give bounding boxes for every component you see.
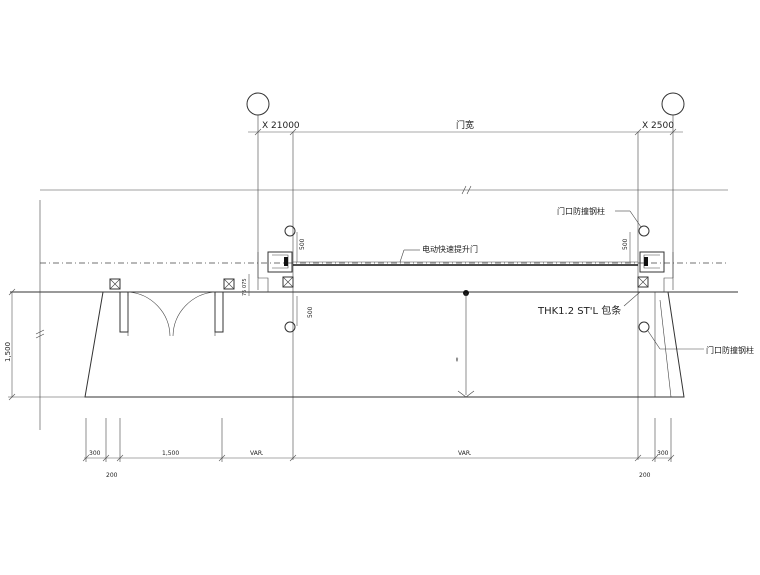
bottom-dim-200-left: 200: [106, 472, 118, 479]
ramp-outline: [84, 291, 685, 398]
center-mark-label: ≈: [454, 357, 461, 362]
steel-strip-label: THK1.2 ST'L 包条: [537, 304, 621, 317]
door-width-tick-1: [254, 128, 262, 136]
center-arrow: [457, 390, 475, 398]
swing-door-jamb-left: [119, 291, 129, 333]
left-height-tick-top: [8, 288, 16, 296]
left-frame-fill: [284, 257, 288, 266]
guard-post-bottom-label: 门口防撞钢柱: [706, 345, 754, 355]
guard-post-circle-bottom-right: [638, 321, 650, 333]
bottom-dim-var-1: VAR.: [250, 450, 264, 457]
bottom-dim-200-right: 200: [639, 472, 651, 479]
dim-500-left-label: 500: [299, 238, 306, 250]
guard-post-top-label: 门口防撞钢柱: [557, 206, 605, 216]
rapid-door-label: 电动快速提升门: [422, 244, 478, 254]
right-jamb-step: [663, 277, 673, 292]
guard-post-bottom-leader: [647, 330, 661, 350]
guard-post-circle-top-left: [284, 225, 296, 237]
grid-label-right: X 2500: [642, 121, 674, 131]
door-width-tick-4: [669, 128, 677, 136]
left-door-post-2-x: [223, 278, 235, 290]
grid-label-left: X 21000: [262, 121, 300, 131]
door-width-label: 门宽: [456, 119, 474, 131]
left-jamb-step: [258, 277, 269, 292]
guard-post-circle-top-right: [638, 225, 650, 237]
right-frame-fill: [644, 257, 648, 266]
swing-door-arc-left: [127, 291, 171, 337]
dim-500-lower-label: 500: [307, 306, 314, 318]
left-door-post-1: [109, 278, 121, 290]
bottom-dim-300-right: 300: [657, 450, 669, 457]
left-post: [282, 276, 294, 288]
steel-strip-leader: [623, 291, 641, 307]
bottom-dim-1500: 1,500: [162, 450, 179, 457]
grid-bubble-left: [246, 92, 270, 116]
left-post-x: [282, 276, 294, 288]
bottom-dim-var-2: VAR.: [458, 450, 472, 457]
bottom-ticks: [82, 454, 675, 462]
left-break-mark: [35, 329, 45, 339]
left-door-post-2: [223, 278, 235, 290]
left-door-post-1-x: [109, 278, 121, 290]
swing-door-jamb-right: [214, 291, 224, 333]
left-height-label: 1,500: [4, 342, 12, 362]
rapid-door-leader: [399, 249, 405, 263]
break-mark: [461, 185, 472, 195]
grid-bubble-right: [661, 92, 685, 116]
swing-door-arc-right: [172, 291, 216, 337]
ramp-right-inner-2: [659, 299, 672, 398]
dim-500-right-label: 500: [622, 238, 629, 250]
bottom-dim-300-left: 300: [89, 450, 101, 457]
right-post: [637, 276, 649, 288]
left-door-frame: [267, 251, 293, 273]
guard-post-circle-bottom-left: [284, 321, 296, 333]
dim-075-label: 75 075: [242, 279, 248, 297]
right-post-x: [637, 276, 649, 288]
right-door-frame: [639, 251, 665, 273]
guard-post-top-leader-2: [629, 210, 642, 228]
